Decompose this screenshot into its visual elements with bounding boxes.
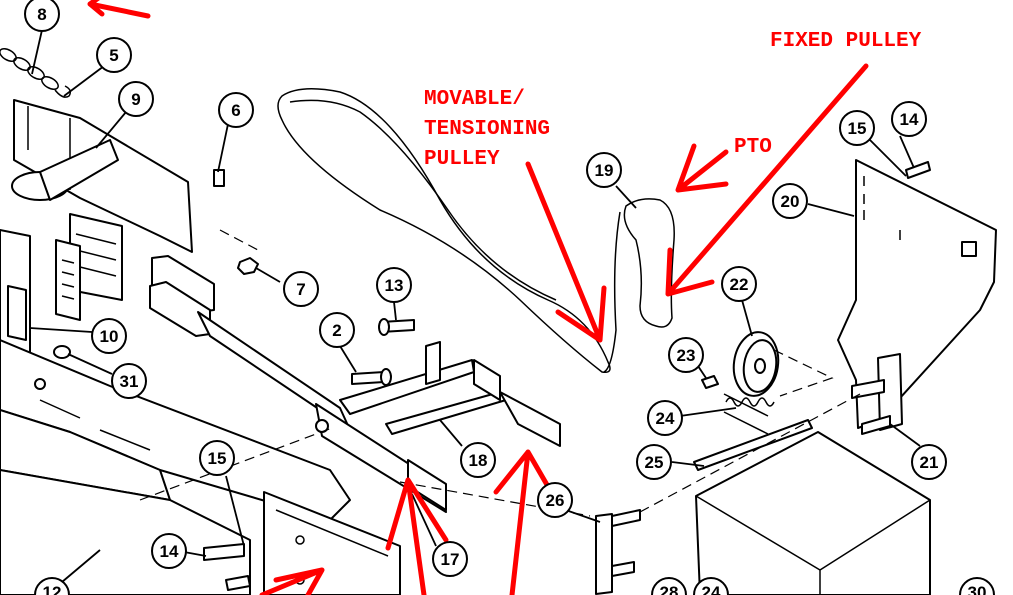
part-number-5: 5 — [96, 37, 132, 73]
part-number-24-bottom: 24 — [693, 577, 729, 595]
svg-text:24: 24 — [702, 583, 721, 595]
pto-label: PTO — [734, 136, 772, 159]
part-number-6: 6 — [218, 92, 254, 128]
part-number-25: 25 — [636, 444, 672, 480]
part-number-23: 23 — [668, 337, 704, 373]
bracket-18 — [339, 341, 561, 511]
svg-text:17: 17 — [441, 550, 460, 569]
part-number-14-top: 14 — [891, 101, 927, 137]
svg-text:23: 23 — [677, 346, 696, 365]
part-number-22: 22 — [721, 266, 757, 302]
callout-labels: FIXED PULLEY MOVABLE/ TENSIONING PULLEY … — [424, 30, 922, 171]
part-number-9: 9 — [118, 81, 154, 117]
svg-text:28: 28 — [660, 583, 679, 595]
part-number-13: 13 — [376, 267, 412, 303]
part-number-19: 19 — [586, 152, 622, 188]
svg-text:14: 14 — [900, 110, 919, 129]
svg-text:2: 2 — [332, 321, 341, 340]
svg-text:30: 30 — [968, 583, 987, 595]
pulley-group — [693, 331, 834, 471]
svg-text:31: 31 — [120, 372, 139, 391]
red-arrows — [87, 0, 869, 595]
gearbox-block — [695, 431, 931, 595]
part-number-17: 17 — [432, 541, 468, 577]
part-number-18: 18 — [460, 442, 496, 478]
svg-text:24: 24 — [656, 409, 675, 428]
movable-pulley-label-line2: TENSIONING — [424, 118, 550, 141]
drive-belt — [277, 88, 675, 374]
part-number-10: 10 — [91, 318, 127, 354]
part-number-20: 20 — [772, 183, 808, 219]
part-number-14-bottom: 14 — [151, 533, 187, 569]
chain — [0, 48, 72, 98]
svg-text:7: 7 — [296, 280, 305, 299]
part-number-8: 8 — [24, 0, 60, 32]
part-number-26: 26 — [537, 482, 573, 518]
movable-pulley-label-line3: PULLEY — [424, 148, 500, 171]
svg-text:15: 15 — [208, 449, 227, 468]
part-number-30: 30 — [959, 577, 995, 595]
part-number-31: 31 — [111, 363, 147, 399]
svg-text:21: 21 — [920, 453, 939, 472]
part-number-24: 24 — [647, 400, 683, 436]
svg-text:15: 15 — [848, 119, 867, 138]
part-number-21: 21 — [911, 444, 947, 480]
part-number-7: 7 — [283, 271, 319, 307]
part-number-2: 2 — [319, 312, 355, 348]
part-number-15-top: 15 — [839, 110, 875, 146]
part-number-callouts: 8 5 9 6 7 10 31 2 13 19 14 15 20 22 23 2… — [24, 0, 995, 595]
part-number-12: 12 — [34, 577, 70, 595]
part-number-28: 28 — [651, 577, 687, 595]
svg-text:8: 8 — [37, 5, 46, 24]
mount-plate-20 — [837, 159, 997, 435]
part-number-15-bottom: 15 — [199, 440, 235, 476]
lower-parts — [203, 491, 641, 595]
svg-text:6: 6 — [231, 101, 240, 120]
svg-text:22: 22 — [730, 275, 749, 294]
leader-lines — [29, 29, 921, 583]
svg-text:13: 13 — [385, 276, 404, 295]
fixed-pulley-label: FIXED PULLEY — [770, 30, 922, 53]
svg-text:9: 9 — [131, 90, 140, 109]
svg-text:19: 19 — [595, 161, 614, 180]
movable-pulley-label-line1: MOVABLE/ — [424, 88, 525, 111]
svg-text:12: 12 — [43, 583, 62, 595]
svg-text:5: 5 — [109, 46, 118, 65]
bolts — [351, 318, 415, 386]
svg-text:18: 18 — [469, 451, 488, 470]
svg-text:26: 26 — [546, 491, 565, 510]
svg-text:25: 25 — [645, 453, 664, 472]
svg-text:20: 20 — [781, 192, 800, 211]
svg-text:10: 10 — [100, 327, 119, 346]
left-frame-assembly — [0, 48, 351, 595]
svg-text:14: 14 — [160, 542, 179, 561]
